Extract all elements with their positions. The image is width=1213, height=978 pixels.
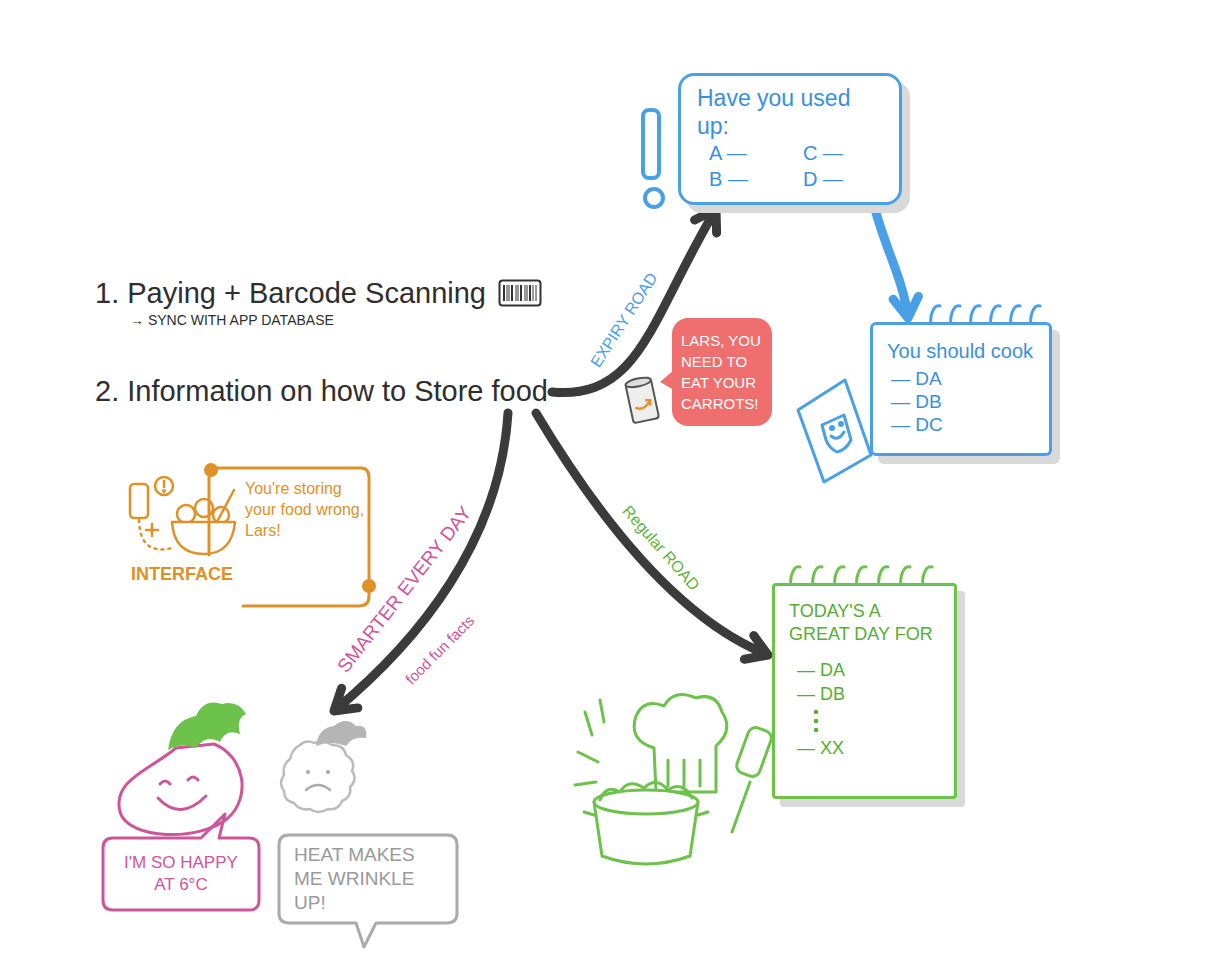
step-heading: 1. Paying + Barcode Scanning [95, 275, 486, 311]
scroll-text: You're storing your food wrong, Lars! [245, 462, 369, 541]
note-heading: You should cook [887, 339, 1037, 363]
box-heading: Have you used up: [697, 84, 885, 140]
list-item: D — [803, 166, 885, 192]
wrinkled-eggplant [281, 721, 366, 812]
list-item: — XX [797, 736, 942, 760]
text-row: → SYNC WITH APP DATABASE [95, 311, 548, 329]
happy-eggplant [119, 703, 246, 835]
road-arrow [875, 209, 918, 318]
list-item: — DB [797, 682, 942, 706]
bubble-text: LARS, YOU NEED TO EAT YOUR CARROTS! [681, 330, 763, 414]
alert-bubble: LARS, YOU NEED TO EAT YOUR CARROTS! [672, 318, 772, 426]
interface-illustration [130, 477, 235, 554]
bubble-border [279, 835, 457, 947]
bubble-outline [276, 715, 460, 949]
food-can [625, 376, 659, 423]
illustration-space [276, 715, 460, 835]
feature-list: 1. Paying + Barcode Scanning→ SYNC WITH … [95, 275, 548, 409]
phone-icon [798, 380, 871, 482]
list-item: A — [709, 140, 791, 166]
barcode-icon [498, 279, 542, 307]
scroll-caption: INTERFACE [131, 563, 233, 585]
speech-bubble: HEAT MAKES ME WRINKLE UP! [276, 715, 460, 949]
interface-scroll: You're storing your food wrong, Lars! INT… [125, 462, 377, 612]
road-label: SMARTER EVERY DAY [331, 500, 479, 680]
sub-note: → SYNC WITH APP DATABASE [130, 311, 334, 329]
bubble-text: I'M SO HAPPY AT 6°C [106, 838, 256, 910]
list-item: B — [709, 166, 791, 192]
road-arrow [536, 413, 768, 659]
list-item: — DA [891, 367, 1037, 390]
note-label: food fun facts [400, 610, 481, 691]
cooking-illustration [575, 694, 773, 864]
note-heading: TODAY'S A GREAT DAY FOR [789, 600, 942, 646]
step-heading: 2. Information on how to Store food [95, 373, 548, 409]
list-item: — DC [891, 413, 1037, 436]
item-grid: A — C — B — D — [709, 140, 885, 192]
recipe-notebook: TODAY'S A GREAT DAY FOR — DA— DB — XX [772, 583, 957, 799]
list-item: — DA [797, 658, 942, 682]
ellipsis-dots [811, 706, 821, 736]
list-item: C — [803, 140, 885, 166]
ellipsis-dots [811, 706, 942, 736]
bubble-text: HEAT MAKES ME WRINKLE UP! [282, 835, 454, 923]
reminder-box: Have you used up:A — C — B — D — [678, 73, 902, 205]
list-item: — DB [891, 390, 1037, 413]
illustration-space [100, 693, 262, 838]
text-row: 1. Paying + Barcode Scanning [95, 275, 548, 311]
scroll-curl [362, 579, 376, 593]
road-label: EXPIRY ROAD [585, 267, 664, 374]
text-row: 2. Information on how to Store food [95, 373, 548, 409]
scroll-curl [204, 463, 218, 477]
recipe-notebook: You should cook — DA— DB— DC [870, 322, 1052, 456]
bubble-border [103, 814, 259, 910]
speech-bubble: I'M SO HAPPY AT 6°C [100, 693, 262, 910]
exclamation-mark [643, 110, 663, 207]
